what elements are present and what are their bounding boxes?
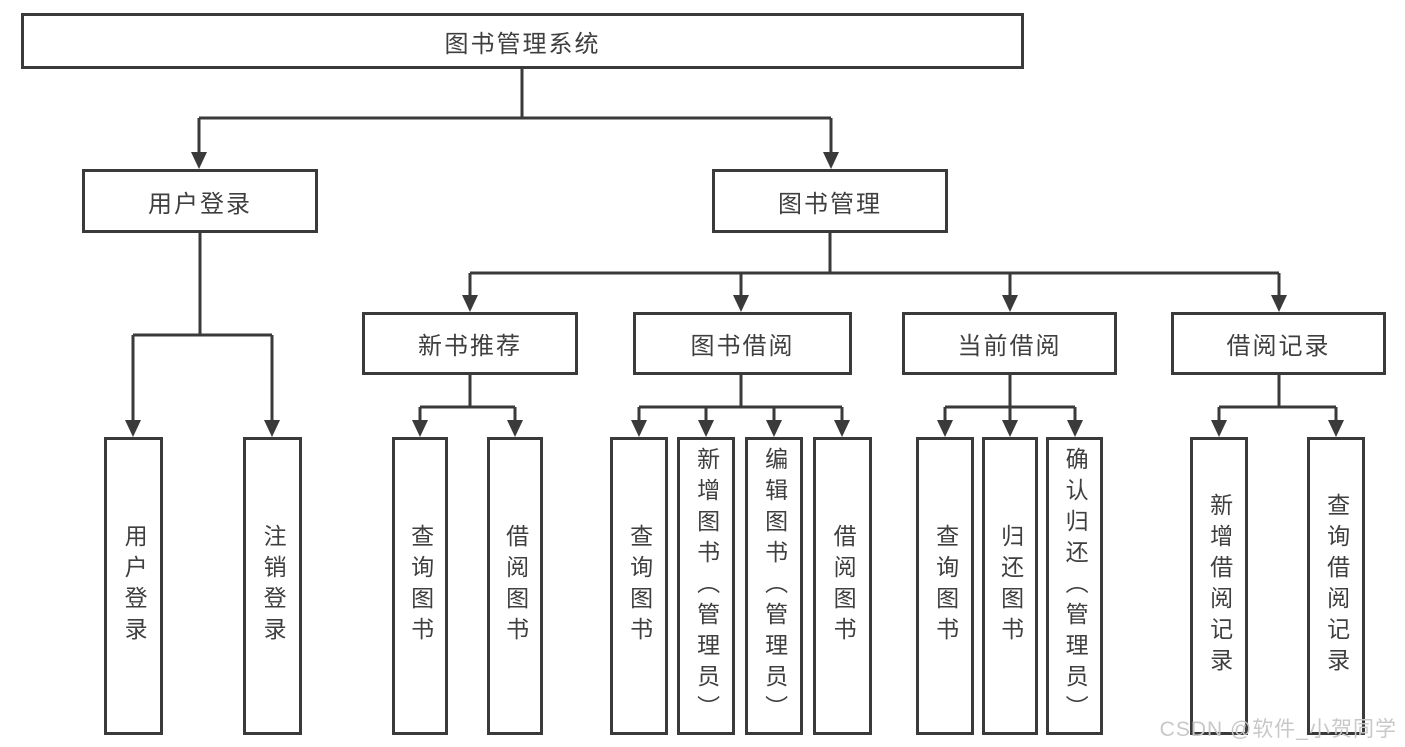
- node-label: 查询借阅记录: [1323, 493, 1350, 679]
- node-label: 借阅记录: [1226, 333, 1331, 360]
- node-label: 用户登录: [148, 190, 252, 218]
- node-query-books-3: 查询图书: [916, 437, 974, 735]
- node-label: 新增图书（管理员）: [693, 446, 720, 726]
- node-add-books-admin: 新增图书（管理员）: [677, 437, 735, 735]
- node-label: 注销登录: [260, 524, 287, 648]
- node-book-management: 图书管理: [712, 169, 948, 233]
- node-query-borrow-record: 查询借阅记录: [1307, 437, 1365, 735]
- node-label: 借阅图书: [502, 524, 529, 648]
- node-label: 确认归还（管理员）: [1062, 446, 1089, 726]
- node-borrow-books-2: 借阅图书: [813, 437, 872, 735]
- node-label: 用户登录: [121, 524, 148, 648]
- node-new-book-recommend: 新书推荐: [362, 312, 578, 375]
- node-label: 新增借阅记录: [1206, 493, 1233, 679]
- node-borrow-records: 借阅记录: [1171, 312, 1386, 375]
- node-label: 图书管理: [778, 190, 882, 218]
- node-query-books-1: 查询图书: [392, 437, 448, 735]
- node-borrow-books-1: 借阅图书: [487, 437, 543, 735]
- node-logout-leaf: 注销登录: [243, 437, 302, 735]
- node-return-books: 归还图书: [982, 437, 1038, 735]
- node-label: 图书借阅: [690, 333, 795, 360]
- node-label: 编辑图书（管理员）: [761, 446, 788, 726]
- node-label: 查询图书: [932, 524, 959, 648]
- node-library-system: 图书管理系统: [21, 13, 1024, 69]
- node-add-borrow-record: 新增借阅记录: [1190, 437, 1248, 735]
- node-label: 借阅图书: [830, 524, 857, 648]
- node-user-login: 用户登录: [82, 169, 318, 233]
- node-query-books-2: 查询图书: [610, 437, 668, 735]
- node-confirm-return-admin: 确认归还（管理员）: [1046, 437, 1103, 735]
- node-user-login-leaf: 用户登录: [104, 437, 163, 735]
- node-edit-books-admin: 编辑图书（管理员）: [745, 437, 803, 735]
- watermark: CSDN @软件_小贺同学: [1159, 718, 1397, 741]
- node-label: 查询图书: [626, 524, 653, 648]
- node-label: 当前借阅: [957, 333, 1062, 360]
- node-label: 新书推荐: [418, 333, 522, 360]
- node-label: 归还图书: [997, 524, 1024, 648]
- node-label: 查询图书: [407, 524, 434, 648]
- node-label: 图书管理系统: [444, 30, 601, 58]
- node-book-borrowing: 图书借阅: [633, 312, 852, 375]
- node-current-borrowing: 当前借阅: [902, 312, 1117, 375]
